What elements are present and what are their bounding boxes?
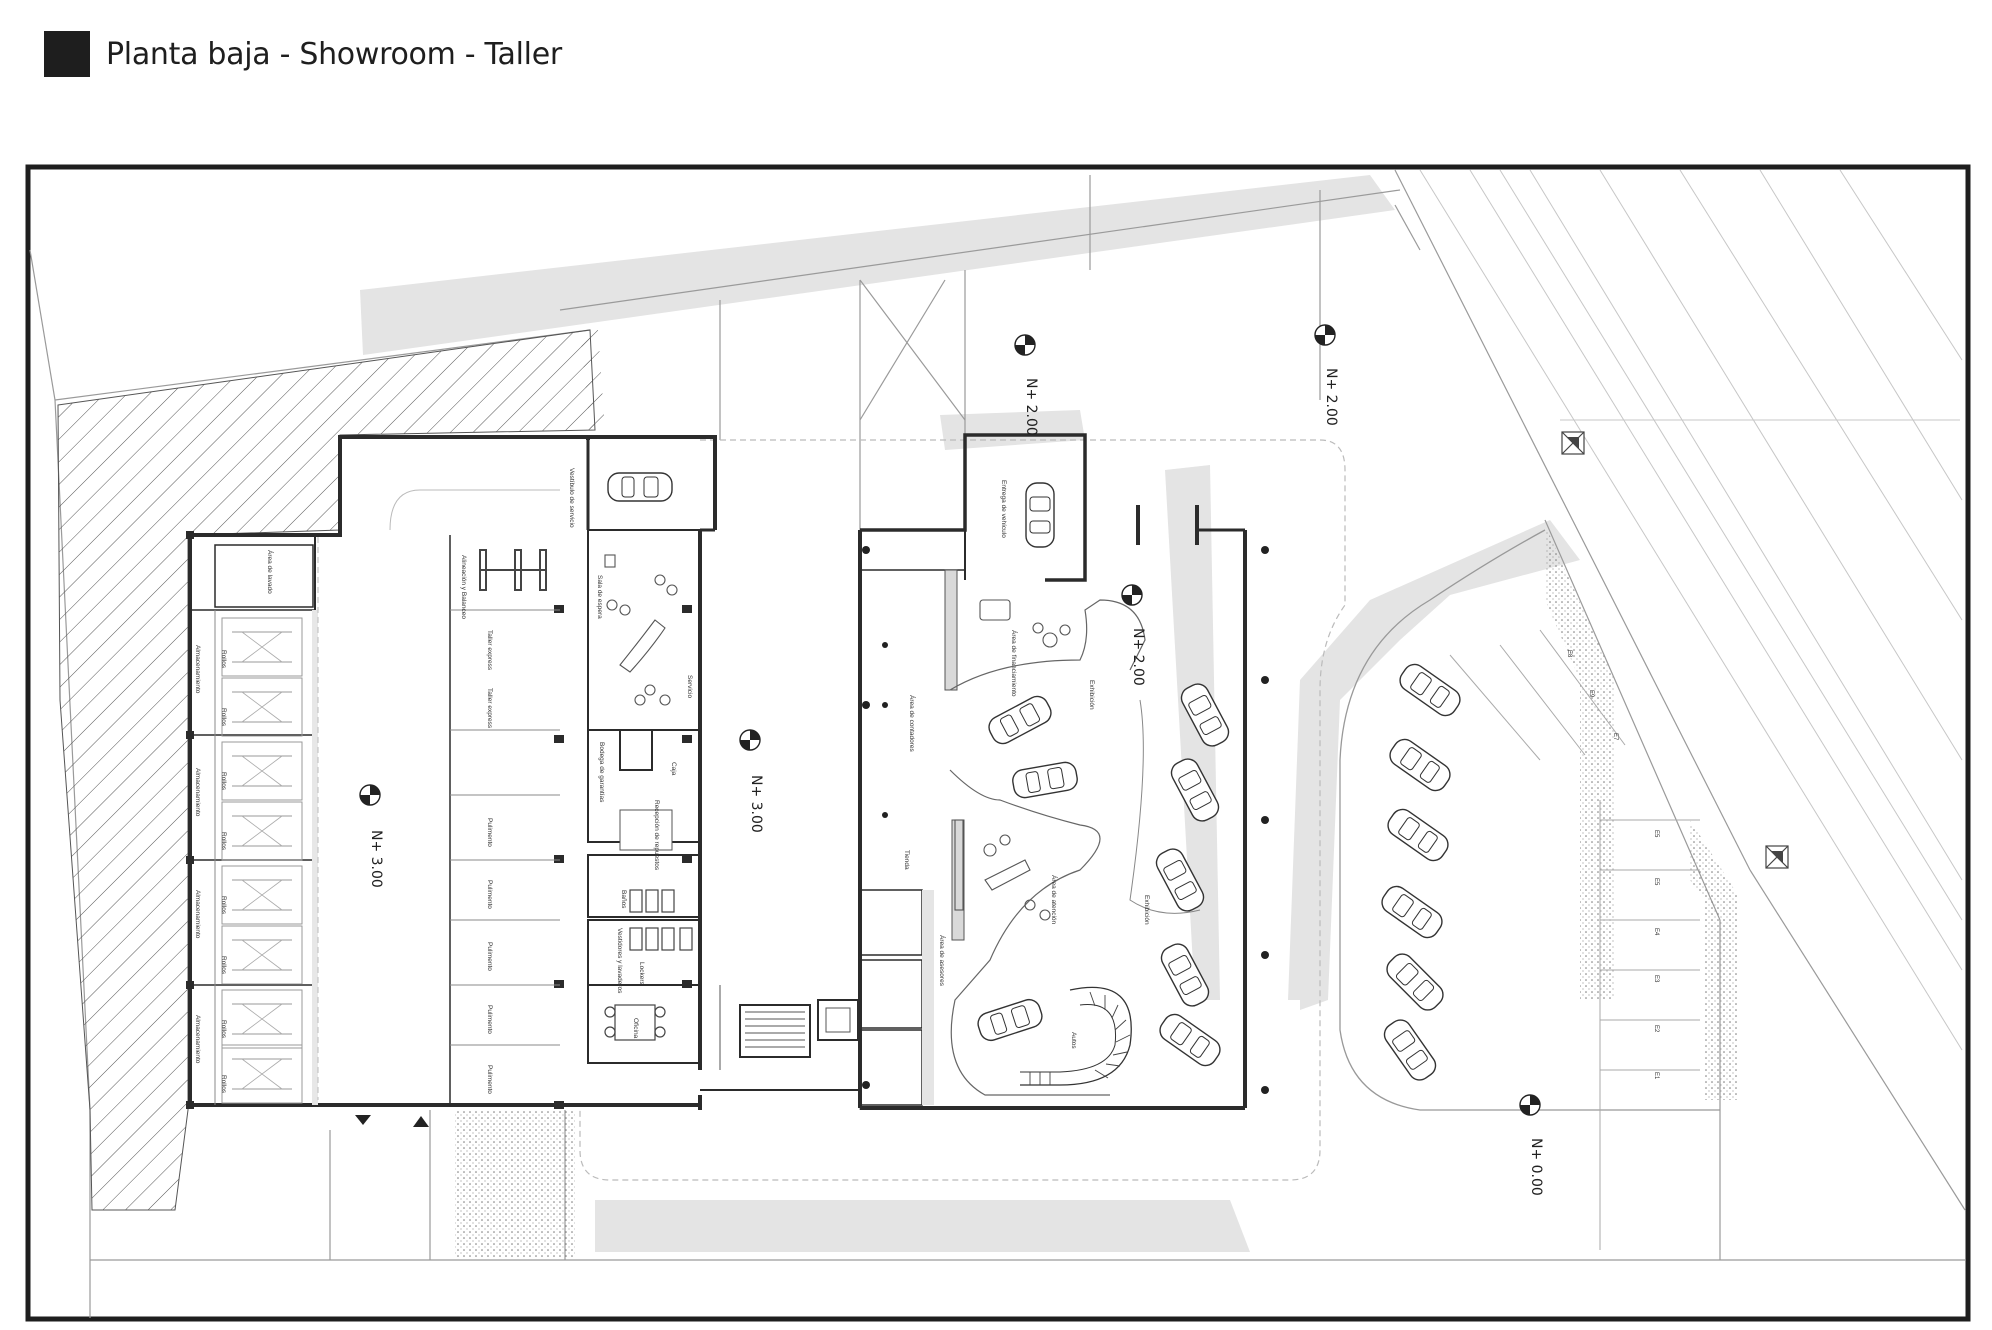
room-label-almac4: Almacenamiento: [194, 1015, 201, 1064]
gravel-strip-bottom: [455, 1110, 575, 1258]
parking-label-4: E5: [1653, 830, 1659, 838]
parking-curve: [1339, 529, 1720, 1111]
room-label-exhibicion1: Exhibición: [1088, 680, 1095, 710]
parking-label-7: E3: [1653, 975, 1659, 983]
room-label-rollos-7: Rollos: [220, 1020, 227, 1039]
room-label-almac3: Almacenamiento: [194, 890, 201, 939]
service-block: [587, 529, 701, 1064]
gravel-strip-right2: [1690, 820, 1738, 1100]
room-label-pulimento4: Pulimento: [486, 1005, 493, 1034]
showroom-building: [858, 433, 1269, 1110]
room-label-asesores: Área de asesores: [938, 935, 947, 987]
level-label-workshop: N+ 3.00: [368, 830, 384, 888]
level-label-top-right: N+ 2.00: [1323, 368, 1339, 426]
room-label-pulimento1: Pulimento: [486, 818, 493, 847]
room-label-sala: Sala de espera: [596, 575, 603, 619]
parking-label-1: E8: [1566, 650, 1572, 658]
room-label-almac1: Almacenamiento: [194, 645, 201, 694]
room-label-caja: Caja: [670, 762, 677, 776]
room-label-rollos-5: Rollos: [220, 896, 227, 915]
room-label-rollos-8: Rollos: [220, 1075, 227, 1094]
entrance-arrows: [355, 1115, 429, 1127]
level-label-top-left: N+ 2.00: [1023, 378, 1039, 436]
driveway-outline: [579, 439, 1346, 1181]
room-label-pulimento3: Pulimento: [486, 942, 493, 971]
room-label-oficina: Oficina: [632, 1018, 639, 1039]
title-swatch: [44, 31, 90, 77]
room-label-entrega: Entrega de vehículo: [1000, 480, 1007, 538]
room-label-lockers: Lockers: [638, 962, 645, 986]
parking-label-3: E7: [1612, 733, 1618, 741]
parking-label-2: E9: [1588, 690, 1594, 698]
room-label-rollos-3: Rollos: [220, 772, 227, 791]
hatched-zone-top: [580, 330, 605, 430]
room-label-rollos-6: Rollos: [220, 956, 227, 975]
stair-core: [700, 985, 860, 1091]
room-label-vestibulo: Vestíbulo de servicio: [568, 468, 575, 528]
room-label-tienda: Tienda: [903, 850, 910, 870]
room-label-lavado: Área de lavado: [266, 550, 275, 594]
room-label-servicio: Servicio: [686, 675, 693, 699]
room-label-alineacion: Alineación y Balanceo: [460, 555, 467, 619]
parking-label-8: E2: [1653, 1025, 1659, 1033]
room-label-bodega: Bodega de garantías: [598, 742, 605, 803]
room-label-rollos-2: Rollos: [220, 708, 227, 727]
room-label-exhibicion2: Exhibición: [1143, 895, 1150, 925]
road-markers: [1561, 431, 1789, 869]
parking-area: [1377, 629, 1700, 1250]
parking-label-5: E5: [1653, 878, 1659, 886]
room-label-vestidores: Vestidores y lavaderos: [616, 928, 623, 994]
room-label-pulimento2: Pulimento: [486, 880, 493, 909]
parking-label-9: E1: [1653, 1072, 1659, 1080]
level-label-courtyard: N+ 3.00: [748, 775, 764, 833]
level-label-parking: N+ 0.00: [1528, 1138, 1544, 1196]
level-label-showroom: N+ 2.00: [1130, 628, 1146, 686]
room-label-taller2: Taller express: [486, 688, 493, 729]
room-label-rollos-4: Rollos: [220, 832, 227, 851]
room-label-atencion: Área de atención: [1050, 875, 1059, 925]
room-label-financiamiento: Área de financiamiento: [1010, 630, 1019, 697]
road-lines: [1419, 169, 1963, 1051]
parking-label-6: E4: [1653, 928, 1659, 936]
page-title: Planta baja - Showroom - Taller: [106, 36, 562, 72]
room-label-almac2: Almacenamiento: [194, 768, 201, 817]
room-label-autos: Autos: [1070, 1032, 1077, 1049]
title-bar: Planta baja - Showroom - Taller: [44, 30, 562, 78]
gravel-strip-right: [1545, 525, 1615, 1000]
room-label-rollos-1: Rollos: [220, 650, 227, 669]
room-label-contadores: Área de contadores: [908, 695, 917, 752]
room-label-recepcion: Recepción de repuestos: [653, 800, 660, 871]
room-label-pulimento5: Pulimento: [486, 1065, 493, 1094]
room-label-banos: Baños: [620, 890, 627, 909]
room-label-taller1: Taller express: [486, 630, 493, 671]
